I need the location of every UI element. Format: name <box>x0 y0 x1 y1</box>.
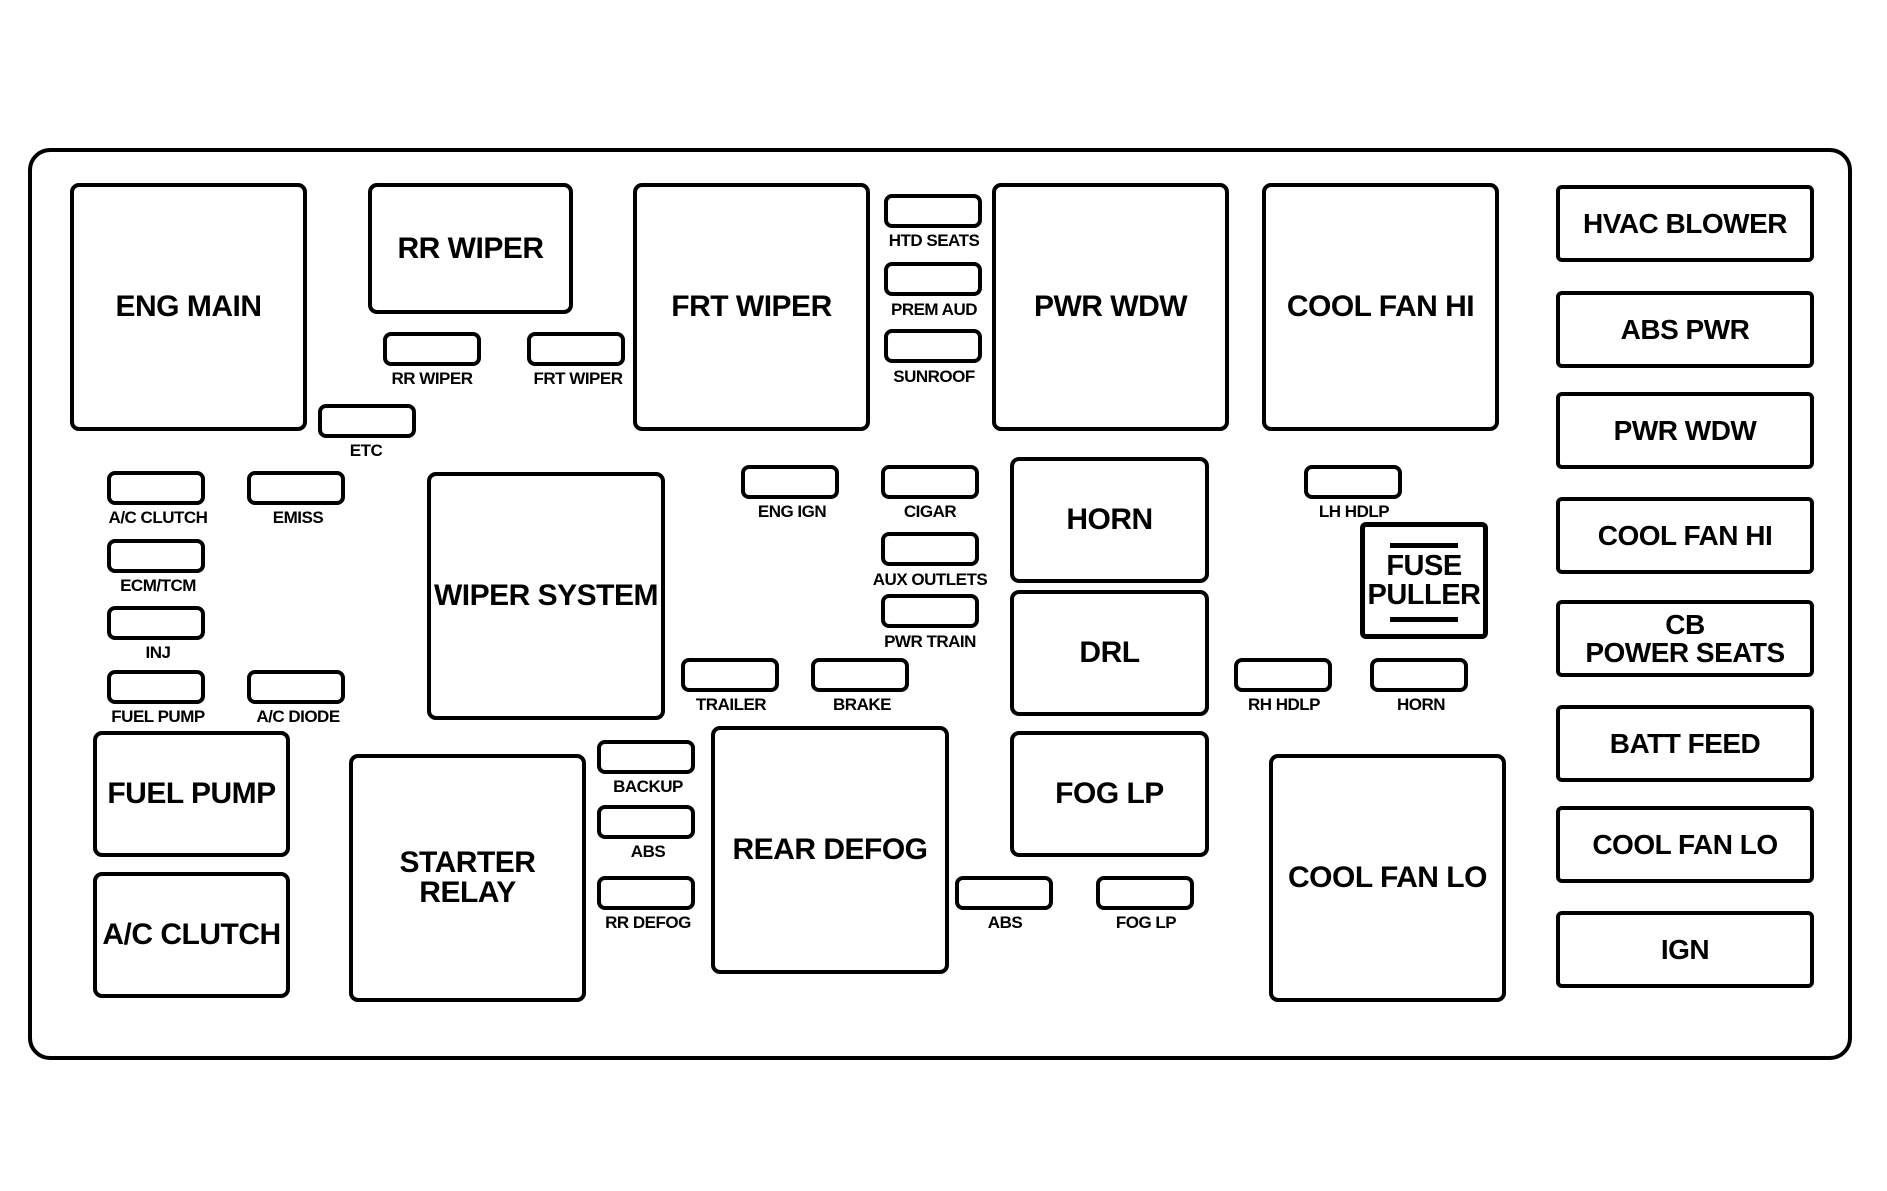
fuse-aux-outlets <box>881 532 979 566</box>
relay-wiper-system: WIPER SYSTEM <box>427 472 665 720</box>
side-fuse-ign: IGN <box>1556 911 1814 988</box>
fuse-puller-bottom-bar <box>1390 617 1458 622</box>
relay-cool-fan-lo: COOL FAN LO <box>1269 754 1506 1002</box>
fuse-trailer <box>681 658 779 692</box>
fuse-abs-2 <box>955 876 1053 910</box>
relay-starter: STARTER RELAY <box>349 754 586 1002</box>
fuse-label-rr-wiper: RR WIPER <box>391 369 474 388</box>
fuse-label-rr-defog: RR DEFOG <box>605 913 691 932</box>
fuse-fuel-pump <box>107 670 205 704</box>
fuse-label-htd-seats: HTD SEATS <box>888 231 980 250</box>
fuse-label-trailer: TRAILER <box>695 695 767 714</box>
fuse-label-fuel-pump: FUEL PUMP <box>111 707 205 726</box>
fuse-label-abs-2: ABS <box>987 913 1023 932</box>
fuse-htd-seats <box>884 194 982 228</box>
side-fuse-hvac-blower: HVAC BLOWER <box>1556 185 1814 262</box>
relay-eng-main: ENG MAIN <box>70 183 307 431</box>
relay-fuel-pump: FUEL PUMP <box>93 731 290 857</box>
fuse-cigar <box>881 465 979 499</box>
fuse-label-ecm-tcm: ECM/TCM <box>120 576 196 595</box>
fuse-sunroof <box>884 329 982 363</box>
fuse-lh-hdlp <box>1304 465 1402 499</box>
fuse-inj <box>107 606 205 640</box>
relay-cool-fan-hi: COOL FAN HI <box>1262 183 1499 431</box>
fuse-prem-aud <box>884 262 982 296</box>
fuse-label-etc: ETC <box>349 441 383 460</box>
fuse-box-outline <box>28 148 1852 1060</box>
relay-fog-lp: FOG LP <box>1010 731 1209 857</box>
fuse-ac-clutch <box>107 471 205 505</box>
side-fuse-batt-feed: BATT FEED <box>1556 705 1814 782</box>
side-fuse-cb-power-seats: CB POWER SEATS <box>1556 600 1814 677</box>
fuse-label-horn: HORN <box>1396 695 1446 714</box>
fuse-label-backup: BACKUP <box>613 777 683 796</box>
fuse-label-lh-hdlp: LH HDLP <box>1318 502 1390 521</box>
fuse-frt-wiper <box>527 332 625 366</box>
side-fuse-cool-fan-hi: COOL FAN HI <box>1556 497 1814 574</box>
fuse-label-brake: BRAKE <box>833 695 891 714</box>
fuse-fog-lp <box>1096 876 1194 910</box>
fuse-puller: FUSE PULLER <box>1360 522 1488 639</box>
fuse-ecm-tcm <box>107 539 205 573</box>
fuse-label-cigar: CIGAR <box>903 502 957 521</box>
fuse-label-aux-outlets: AUX OUTLETS <box>872 570 988 589</box>
fuse-pwr-train <box>881 594 979 628</box>
fuse-label-rh-hdlp: RH HDLP <box>1247 695 1321 714</box>
fuse-label-eng-ign: ENG IGN <box>757 502 827 521</box>
fuse-rh-hdlp <box>1234 658 1332 692</box>
fuse-brake <box>811 658 909 692</box>
fuse-label-inj: INJ <box>145 643 171 662</box>
fuse-label-abs-1: ABS <box>630 842 666 861</box>
relay-drl: DRL <box>1010 590 1209 716</box>
fuse-emiss <box>247 471 345 505</box>
relay-rr-wiper: RR WIPER <box>368 183 573 314</box>
relay-frt-wiper: FRT WIPER <box>633 183 870 431</box>
fuse-label-sunroof: SUNROOF <box>893 367 975 386</box>
side-fuse-cool-fan-lo: COOL FAN LO <box>1556 806 1814 883</box>
relay-rear-defog: REAR DEFOG <box>711 726 949 974</box>
relay-pwr-wdw: PWR WDW <box>992 183 1229 431</box>
fuse-horn <box>1370 658 1468 692</box>
fuse-label-prem-aud: PREM AUD <box>890 300 978 319</box>
fuse-etc <box>318 404 416 438</box>
fuse-label-frt-wiper: FRT WIPER <box>533 369 624 388</box>
fuse-label-ac-clutch: A/C CLUTCH <box>108 508 208 527</box>
fuse-label-pwr-train: PWR TRAIN <box>884 632 976 651</box>
fuse-ac-diode <box>247 670 345 704</box>
fuse-label-fog-lp: FOG LP <box>1115 913 1177 932</box>
side-fuse-pwr-wdw: PWR WDW <box>1556 392 1814 469</box>
fuse-label-emiss: EMISS <box>272 508 324 527</box>
fuse-backup <box>597 740 695 774</box>
side-fuse-abs-pwr: ABS PWR <box>1556 291 1814 368</box>
fuse-abs-1 <box>597 805 695 839</box>
fuse-label-ac-diode: A/C DIODE <box>256 707 340 726</box>
relay-ac-clutch: A/C CLUTCH <box>93 872 290 998</box>
fuse-eng-ign <box>741 465 839 499</box>
fuse-rr-wiper <box>383 332 481 366</box>
relay-horn: HORN <box>1010 457 1209 583</box>
fuse-puller-top-bar <box>1390 543 1458 548</box>
fuse-rr-defog <box>597 876 695 910</box>
